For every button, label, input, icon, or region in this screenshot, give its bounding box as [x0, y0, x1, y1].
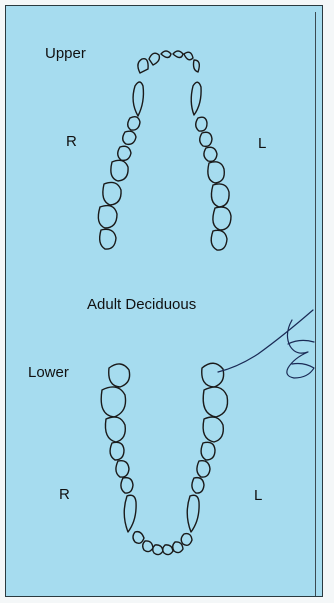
tooth-lower-molar: [105, 417, 125, 442]
tooth-lower-premolar: [192, 478, 204, 493]
tooth-lower-incisor: [173, 542, 183, 553]
tooth-upper-canine: [191, 82, 201, 115]
tooth-lower-incisor: [163, 545, 173, 555]
tooth-upper-incisor: [173, 51, 183, 58]
tooth-lower-incisor: [133, 532, 144, 544]
tooth-upper-molar: [98, 206, 117, 228]
tooth-upper-molar: [211, 230, 227, 250]
tooth-upper-premolar: [128, 117, 140, 130]
tooth-lower-incisor: [143, 541, 153, 552]
tooth-upper-molar: [103, 182, 121, 205]
tooth-upper-premolar: [200, 132, 212, 146]
upper-arch: [98, 51, 231, 250]
tooth-upper-incisor: [161, 51, 171, 58]
tooth-lower-molar: [203, 417, 223, 442]
handwritten-scribble: [218, 310, 314, 378]
tooth-lower-canine: [124, 495, 136, 532]
tooth-lower-incisor: [153, 545, 163, 555]
dental-chart-panel: Upper R L Adult Deciduous Lower R L: [5, 5, 323, 597]
lower-arch: [101, 363, 227, 554]
tooth-upper-incisor: [184, 52, 193, 60]
tooth-upper-molar: [111, 160, 128, 181]
tooth-upper-incisor: [149, 53, 159, 65]
tooth-upper-incisor: [194, 60, 200, 72]
tooth-upper-premolar: [196, 117, 207, 131]
tooth-upper-molar: [211, 184, 229, 207]
tooth-lower-molar: [202, 363, 224, 387]
tooth-upper-premolar: [123, 131, 136, 144]
tooth-lower-premolar: [110, 442, 124, 460]
tooth-lower-premolar: [116, 461, 129, 477]
dental-arches-diagram: [6, 6, 323, 597]
tooth-upper-molar: [208, 162, 224, 183]
tooth-upper-canine: [133, 82, 143, 116]
tooth-upper-premolar: [204, 147, 217, 161]
tooth-upper-molar: [213, 207, 231, 230]
tooth-lower-incisor: [181, 534, 192, 546]
tooth-lower-molar: [203, 387, 227, 417]
tooth-lower-premolar: [201, 442, 215, 460]
tooth-upper-premolar: [118, 146, 131, 160]
tooth-lower-molar: [109, 364, 130, 387]
tooth-lower-premolar: [121, 478, 133, 493]
tooth-lower-premolar: [197, 461, 210, 477]
tooth-upper-incisor: [138, 59, 148, 73]
tooth-lower-molar: [101, 387, 125, 417]
tooth-lower-canine: [187, 495, 199, 532]
tooth-upper-molar: [100, 229, 116, 249]
